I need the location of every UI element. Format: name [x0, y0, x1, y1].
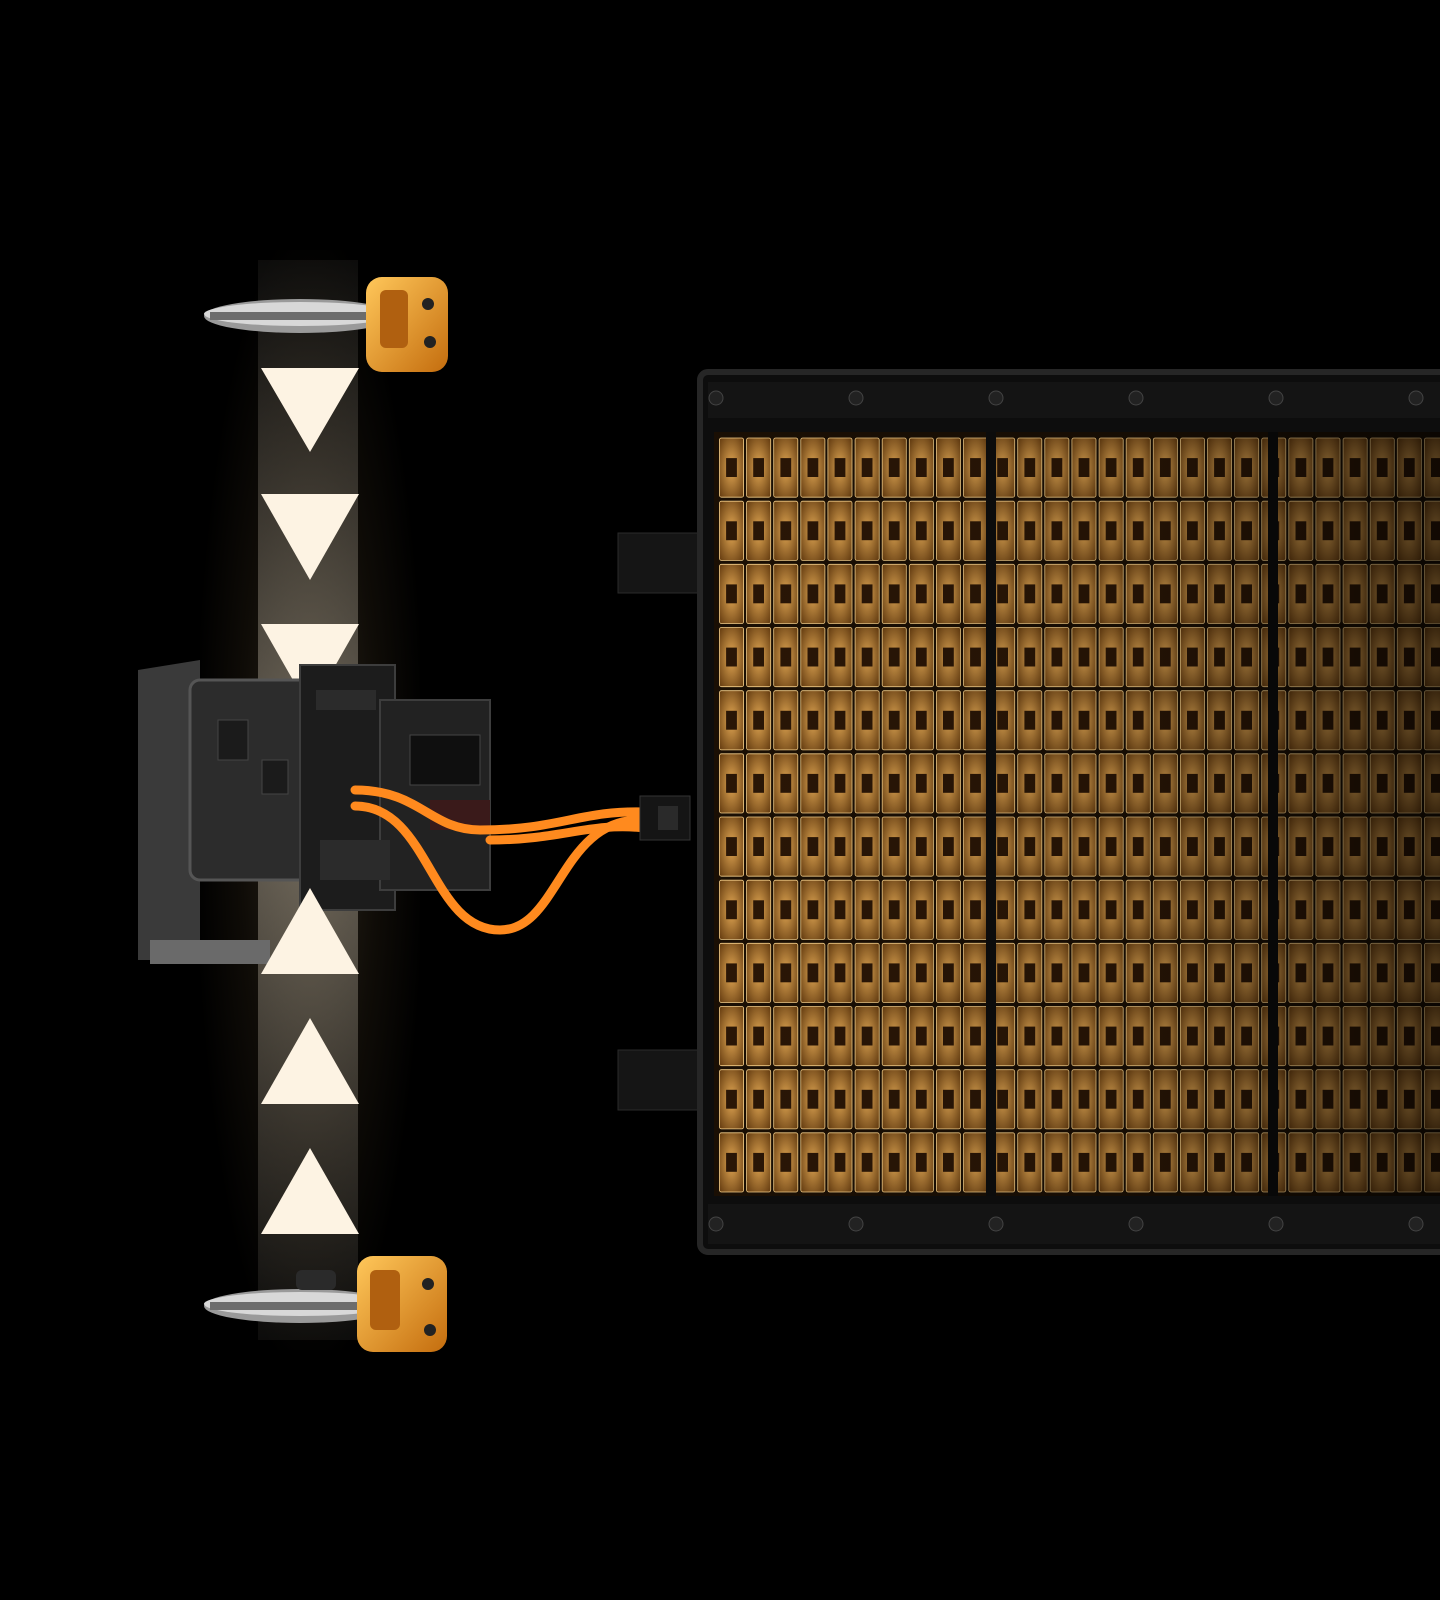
- bolt-icon: [988, 390, 1004, 406]
- cable-connector: [639, 795, 691, 841]
- brake-disc-top: [204, 299, 396, 333]
- bolt-icon: [1268, 390, 1284, 406]
- bolt-icon: [988, 1216, 1004, 1232]
- arrow-up-icon: [261, 1018, 359, 1104]
- frame-bolts: [708, 390, 1424, 1232]
- brake-caliper-bottom: [357, 1256, 447, 1352]
- bolt-icon: [708, 1216, 724, 1232]
- bolt-icon: [848, 1216, 864, 1232]
- arrow-down-icon: [261, 368, 359, 452]
- arrow-down-icon: [261, 494, 359, 580]
- brake-caliper-top: [366, 277, 448, 372]
- bolt-icon: [708, 390, 724, 406]
- bolt-icon: [1128, 1216, 1144, 1232]
- arrow-up-icon: [261, 888, 359, 974]
- battery-pack: [617, 369, 1440, 1255]
- bolt-icon: [1408, 1216, 1424, 1232]
- bolt-icon: [1268, 1216, 1284, 1232]
- high-voltage-cable: [350, 785, 650, 935]
- bolt-icon: [1128, 390, 1144, 406]
- bolt-icon: [848, 390, 864, 406]
- bolt-icon: [1408, 390, 1424, 406]
- drive-unit: [138, 660, 491, 964]
- brake-disc-bottom: [204, 1270, 396, 1323]
- arrow-up-icon: [261, 1148, 359, 1234]
